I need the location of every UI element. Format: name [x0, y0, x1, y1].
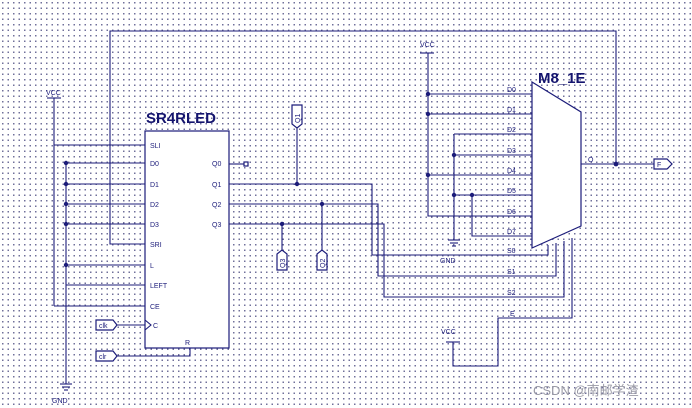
vcc-enable-symbol: VCC [441, 329, 460, 343]
shift-register-block: SR4RLED SLI D0 D1 D2 D3 SRI L LEFT CE C … [144, 110, 230, 349]
svg-text:D1: D1 [507, 107, 516, 114]
multiplexer-title: M8_1E [538, 70, 586, 87]
gnd-left-symbol: GND [52, 383, 72, 405]
output-f-marker: F [653, 158, 673, 170]
svg-text:D0: D0 [507, 87, 516, 94]
q2-wire [229, 203, 557, 277]
q1-output-marker: Q1 [291, 104, 303, 129]
clk-input-marker: clk [95, 319, 118, 331]
svg-text:C: C [153, 323, 158, 330]
q2-output-marker: Q2 [316, 249, 328, 271]
svg-text:D7: D7 [507, 229, 516, 236]
svg-text:VCC: VCC [420, 42, 435, 49]
svg-text:D5: D5 [507, 188, 516, 195]
svg-text:CE: CE [150, 304, 160, 311]
svg-text:Q1: Q1 [212, 182, 221, 189]
vcc-mux-rail [427, 53, 532, 217]
q3-wire [229, 223, 565, 298]
vcc-left-label: VCC [46, 90, 61, 97]
svg-text:S0: S0 [507, 248, 516, 255]
shift-register-title: SR4RLED [146, 110, 216, 127]
enable-wire [452, 238, 573, 367]
svg-text:Q3: Q3 [280, 259, 287, 268]
svg-text:Q0: Q0 [212, 161, 221, 168]
svg-text:D6: D6 [507, 209, 516, 216]
svg-text:E: E [510, 311, 515, 318]
gnd-left-label: GND [52, 398, 68, 405]
svg-text:D2: D2 [507, 127, 516, 134]
svg-text:GND: GND [440, 258, 456, 265]
svg-text:L: L [150, 263, 154, 270]
vcc-mux-symbol: VCC [420, 42, 435, 54]
svg-text:Q2: Q2 [212, 202, 221, 209]
svg-text:D2: D2 [150, 202, 159, 209]
clr-input-marker: clr [95, 350, 118, 362]
q3-output-marker: Q3 [276, 249, 288, 271]
svg-text:F: F [657, 162, 661, 169]
vcc-left-symbol: VCC [46, 90, 61, 99]
feedback-wire [109, 30, 617, 245]
svg-text:VCC: VCC [441, 329, 456, 336]
multiplexer-block: M8_1E D0 D1 D2 D3 D4 D5 D6 D7 O S0 S1 S2… [507, 70, 594, 318]
svg-text:D4: D4 [507, 168, 516, 175]
svg-text:Q3: Q3 [212, 222, 221, 229]
gnd-mux-symbol: GND [440, 239, 460, 265]
svg-text:SRI: SRI [150, 242, 162, 249]
watermark-text: CSDN @南邮学渣 [533, 383, 639, 398]
svg-text:D0: D0 [150, 161, 159, 168]
svg-text:D3: D3 [150, 222, 159, 229]
svg-text:LEFT: LEFT [150, 283, 168, 290]
svg-text:S1: S1 [507, 269, 516, 276]
svg-text:clr: clr [99, 354, 107, 361]
svg-text:D1: D1 [150, 182, 159, 189]
svg-text:Q2: Q2 [320, 259, 327, 268]
svg-text:O: O [588, 157, 594, 164]
svg-text:SLI: SLI [150, 143, 161, 150]
svg-text:R: R [185, 340, 190, 347]
q1-wire [229, 183, 549, 256]
svg-text:S2: S2 [507, 290, 516, 297]
svg-text:Q1: Q1 [295, 114, 302, 123]
svg-text:D3: D3 [507, 148, 516, 155]
svg-text:clk: clk [99, 323, 108, 330]
